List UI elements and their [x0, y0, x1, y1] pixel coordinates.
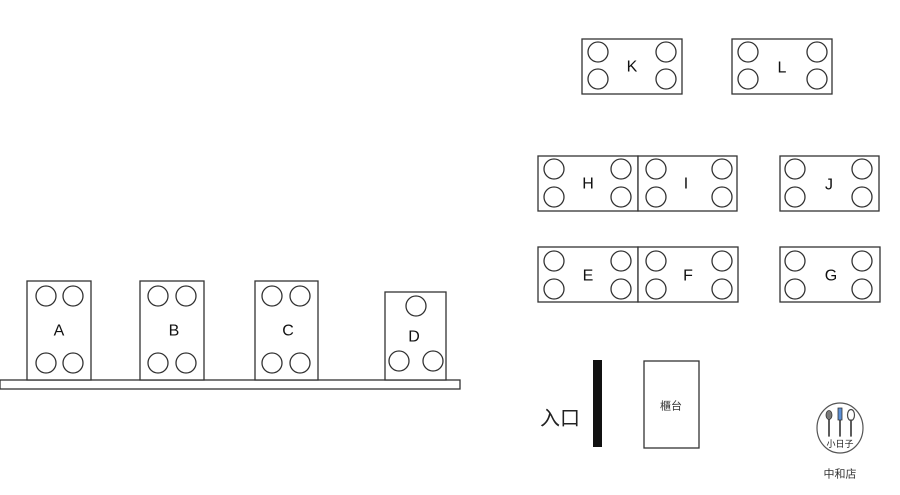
table-label: D — [408, 329, 420, 346]
table-label: C — [282, 323, 294, 340]
table-g[interactable]: G — [779, 246, 881, 303]
counter: 櫃台 — [643, 360, 700, 449]
table-label: K — [627, 59, 638, 76]
counter-label: 櫃台 — [660, 399, 682, 413]
table-b[interactable]: B — [139, 280, 205, 381]
table-i[interactable]: I — [637, 155, 738, 212]
table-c[interactable]: C — [254, 280, 319, 381]
table-f[interactable]: F — [637, 246, 739, 303]
table-label: A — [54, 323, 65, 340]
table-d[interactable]: D — [384, 291, 447, 381]
branch-label: 中和店 — [824, 467, 857, 481]
knife-icon — [837, 407, 843, 437]
table-label: F — [683, 268, 693, 285]
store-logo: 小日子 中和店 — [816, 402, 864, 481]
entrance-door — [593, 360, 602, 447]
wall-bench — [0, 379, 461, 390]
table-label: G — [825, 268, 837, 285]
table-label: E — [583, 268, 594, 285]
logo-text: 小日子 — [826, 439, 853, 450]
table-a[interactable]: A — [26, 280, 92, 381]
table-label: H — [582, 176, 594, 193]
spoon-icon — [825, 410, 833, 437]
whisk-icon — [846, 408, 856, 437]
table-label: L — [778, 60, 787, 77]
table-label: B — [169, 323, 180, 340]
table-label: I — [684, 176, 688, 193]
table-j[interactable]: J — [779, 155, 880, 212]
table-l[interactable]: L — [731, 38, 833, 95]
entrance-label: 入口 — [540, 406, 580, 430]
table-h[interactable]: H — [537, 155, 639, 212]
table-e[interactable]: E — [537, 246, 639, 303]
table-k[interactable]: K — [581, 38, 683, 95]
table-label: J — [825, 177, 833, 194]
